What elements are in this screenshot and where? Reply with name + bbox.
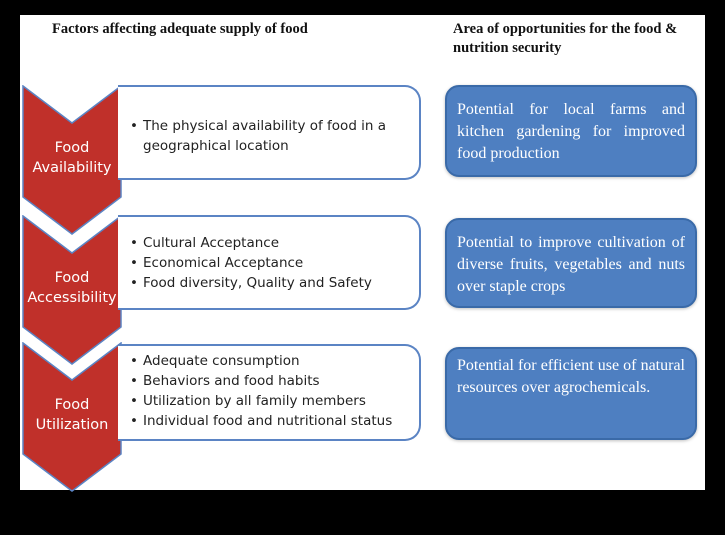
opportunity-box-availability: Potential for local farms and kitchen ga… bbox=[445, 85, 697, 177]
factor-box-availability: The physical availability of food in a g… bbox=[118, 85, 421, 180]
chevron-food-availability: Food Availability bbox=[22, 85, 122, 235]
factor-list: Adequate consumption Behaviors and food … bbox=[130, 351, 413, 431]
factors-column-header: Factors affecting adequate supply of foo… bbox=[52, 21, 308, 37]
chevron-label: Food Availability bbox=[32, 140, 112, 176]
opportunities-column-header: Area of opportunities for the food & nut… bbox=[453, 21, 678, 56]
opportunity-text: Potential for local farms and kitchen ga… bbox=[457, 101, 685, 162]
factor-item: Utilization by all family members bbox=[130, 391, 413, 411]
factor-list: The physical availability of food in a g… bbox=[130, 116, 413, 156]
factor-box-accessibility: Cultural Acceptance Economical Acceptanc… bbox=[118, 215, 421, 310]
chevron-food-accessibility: Food Accessibility bbox=[22, 215, 122, 365]
factor-item: Behaviors and food habits bbox=[130, 371, 413, 391]
factor-item: The physical availability of food in a g… bbox=[130, 116, 413, 156]
diagram-canvas: Factors affecting adequate supply of foo… bbox=[20, 15, 705, 492]
factor-list: Cultural Acceptance Economical Acceptanc… bbox=[130, 233, 413, 293]
factor-item: Economical Acceptance bbox=[130, 253, 413, 273]
opportunity-text: Potential for efficient use of natural r… bbox=[457, 357, 685, 396]
chevron-label: Food Utilization bbox=[35, 397, 109, 433]
chevron-label: Food Accessibility bbox=[27, 270, 117, 306]
factor-item: Cultural Acceptance bbox=[130, 233, 413, 253]
chevron-food-utilization: Food Utilization bbox=[22, 342, 122, 492]
opportunity-box-utilization: Potential for efficient use of natural r… bbox=[445, 347, 697, 440]
factor-item: Adequate consumption bbox=[130, 351, 413, 371]
factor-item: Individual food and nutritional status bbox=[130, 411, 413, 431]
opportunity-text: Potential to improve cultivation of dive… bbox=[457, 234, 685, 295]
factor-item: Food diversity, Quality and Safety bbox=[130, 273, 413, 293]
opportunity-box-accessibility: Potential to improve cultivation of dive… bbox=[445, 218, 697, 308]
factor-box-utilization: Adequate consumption Behaviors and food … bbox=[118, 344, 421, 441]
